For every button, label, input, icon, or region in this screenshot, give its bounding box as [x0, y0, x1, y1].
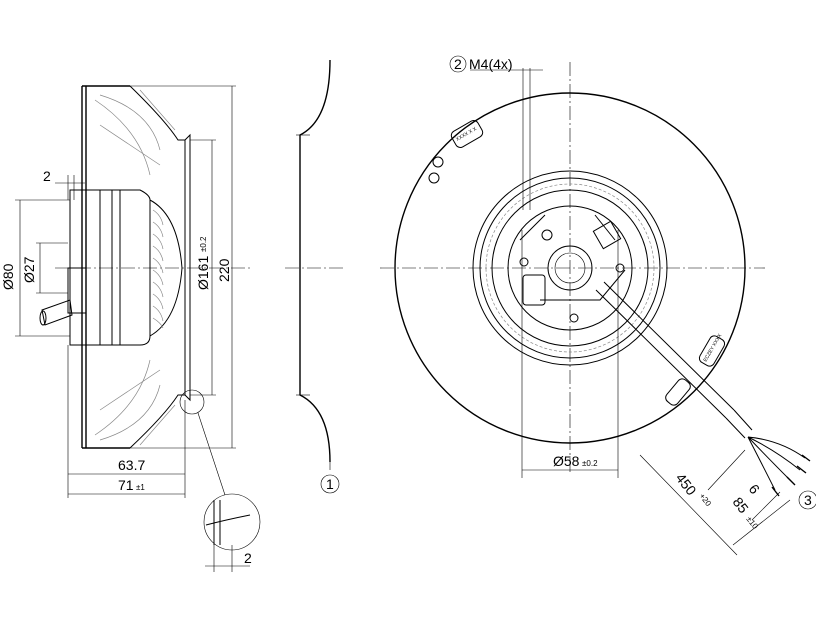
side-view: 2 Ø80 Ø27 Ø161 ±0.2 220 63.7 71 ±1 2 [0, 85, 261, 572]
balancing-mark [432, 156, 444, 168]
dim-d27-label: Ø27 [21, 256, 37, 283]
dim-d161-tolerance: ±0.2 [199, 236, 208, 252]
detail-view [203, 493, 261, 551]
cable-gland [41, 299, 73, 326]
callout-1: 1 [326, 476, 334, 492]
callout-3-circle [798, 490, 816, 510]
detail-dim-label: 2 [244, 550, 252, 566]
dim-71-label: 71 [118, 477, 134, 493]
label-plate-right [698, 335, 726, 367]
dim-gap-label: 2 [43, 168, 51, 184]
callout-3: 3 [804, 492, 812, 508]
impeller-outline [129, 85, 186, 449]
cable-dim-85-tolerance: ±10 [744, 515, 760, 531]
thread-label: M4(4x) [469, 56, 513, 72]
dim-d58-label: Ø58 [553, 453, 580, 469]
cable-wires [747, 436, 806, 491]
callout-1-circle [320, 474, 340, 494]
impeller-outer-disc [394, 92, 746, 444]
front-view: XXXX X X ECZEY XXXX 2 M4(4x) Ø58 ±0.2 3 … [380, 55, 816, 556]
callout-2: 2 [454, 56, 462, 72]
inlet-ring-profile: 1 [285, 59, 345, 494]
dim-220-label: 220 [216, 258, 232, 282]
dim-d58-tolerance: ±0.2 [582, 459, 598, 468]
detail-marker [179, 389, 205, 415]
cable [595, 281, 735, 419]
cable-dim-450: 450 [673, 470, 700, 498]
cable-dim-6: 6 [746, 481, 764, 497]
cable-dim-450-tolerance: +20 [697, 492, 713, 509]
dim-d161-label: Ø161 [195, 256, 211, 290]
dim-d80-label: Ø80 [0, 263, 16, 290]
callout-2-circle [449, 55, 467, 73]
rotor-fins [149, 199, 183, 337]
cable-dim-85: 85 [730, 494, 752, 516]
connector-block [522, 274, 546, 306]
inlet-plate [81, 85, 130, 449]
hub-bore [547, 245, 593, 291]
dim-71-tolerance: ±1 [136, 483, 145, 492]
label-plate-top [450, 120, 484, 148]
dim-63-7-label: 63.7 [118, 457, 145, 473]
